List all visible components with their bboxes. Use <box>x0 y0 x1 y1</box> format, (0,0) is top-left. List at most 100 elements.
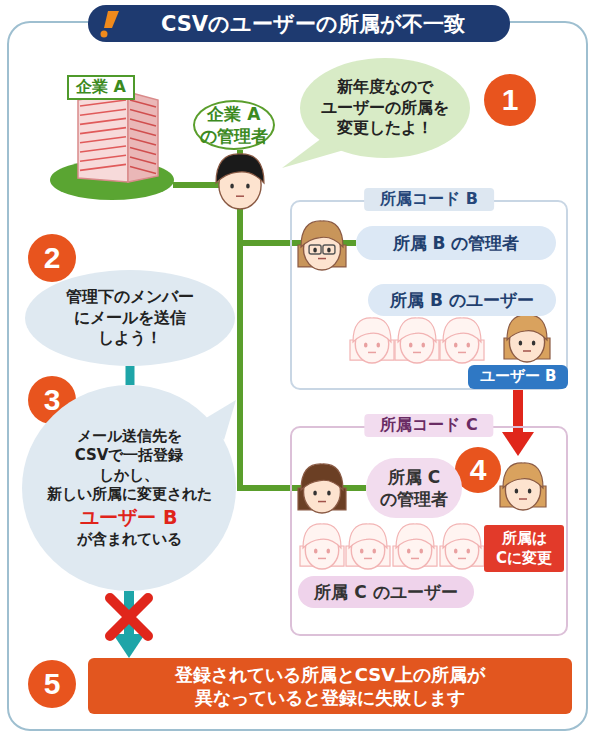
eye <box>313 247 317 252</box>
callout-circle <box>28 660 76 708</box>
node-text: 企業 A の管理者 <box>200 103 269 147</box>
mouth <box>411 558 419 560</box>
eye <box>407 548 411 553</box>
node-text: が含まれている <box>39 530 219 550</box>
building-floor-line <box>130 129 156 136</box>
role-pill: 所属 B のユーザー <box>368 284 556 316</box>
hair <box>353 318 391 342</box>
node-text: 所属 C のユーザー <box>314 581 457 603</box>
mouth <box>519 498 527 500</box>
node-text: 登録されている所属とCSV上の所属が 異なっていると登録に失敗します <box>110 663 550 710</box>
role-pill: 所属 C のユーザー <box>298 576 474 608</box>
building-floor-line <box>130 110 156 117</box>
hair <box>443 318 481 342</box>
building-floor-line <box>80 137 126 143</box>
person-face <box>440 318 484 363</box>
callout-circle <box>28 234 76 282</box>
eye <box>419 548 423 553</box>
eye <box>376 342 380 347</box>
eye <box>360 548 364 553</box>
people <box>216 154 550 569</box>
person-face <box>298 464 346 513</box>
node-text: メール送信先を CSVで一括登録 しかし、 新しい所属に変更された <box>39 427 219 505</box>
eye <box>313 490 317 495</box>
eye <box>532 340 536 345</box>
hair <box>507 315 547 340</box>
glasses <box>323 245 335 254</box>
eye <box>327 247 331 252</box>
callout-circle <box>484 74 536 126</box>
hair <box>349 524 387 548</box>
eye <box>454 342 458 347</box>
node-text: 所属 B の管理者 <box>393 232 520 254</box>
building-floor-line <box>80 128 126 134</box>
speech-bubble: 新年度なので ユーザーの所属を 変更したよ！ <box>300 58 470 158</box>
group-panel: 所属コード B所属 B の管理者所属 B のユーザーユーザー B <box>290 200 568 390</box>
mouth <box>413 352 421 354</box>
node-text: 新年度なので ユーザーの所属を 変更したよ！ <box>313 77 458 139</box>
hair <box>503 463 543 488</box>
fail-cross <box>110 598 148 636</box>
hair <box>303 524 341 548</box>
role-pill: 所属 B の管理者 <box>356 226 556 260</box>
glasses <box>309 245 321 254</box>
eye <box>372 548 376 553</box>
hair <box>301 221 343 247</box>
fail-cross-strokes <box>110 598 148 636</box>
person-face <box>300 524 344 569</box>
hair <box>396 524 434 548</box>
eye <box>515 488 519 493</box>
mouth <box>523 350 531 352</box>
callout-number: 5 <box>27 666 77 702</box>
process-box: 企業 A <box>55 72 173 200</box>
eye <box>314 548 318 553</box>
eye <box>364 342 368 347</box>
node-text: 所属コード B <box>364 188 494 211</box>
mouth <box>368 352 376 354</box>
eye <box>326 548 330 553</box>
hair <box>301 464 343 490</box>
person-face <box>216 154 264 209</box>
building-floor-line <box>80 118 126 124</box>
hair <box>398 318 436 342</box>
building-floors <box>80 100 156 174</box>
eye <box>454 548 458 553</box>
person-face <box>393 524 437 569</box>
eye <box>519 340 523 345</box>
callout-number: 2 <box>27 240 77 276</box>
building-floor-line <box>80 155 126 161</box>
eye <box>246 183 250 188</box>
node-text: 所属 C の管理者 <box>380 466 449 510</box>
mouth <box>458 352 466 354</box>
building-floor-line <box>130 157 156 164</box>
building-floor-line <box>130 148 156 155</box>
node-text: 企業 A <box>67 75 135 100</box>
eye <box>230 183 234 188</box>
warning-icon-dot <box>101 31 108 38</box>
callout-number: 3 <box>27 382 77 418</box>
mouth <box>364 558 372 560</box>
eye <box>528 488 532 493</box>
process-box: 登録されている所属とCSV上の所属が 異なっていると登録に失敗します <box>88 658 572 714</box>
callout-number: 1 <box>485 82 535 118</box>
bubble-ellipse <box>300 58 470 158</box>
person-face <box>395 318 439 363</box>
mouth <box>318 558 326 560</box>
eye <box>327 490 331 495</box>
title-band <box>88 5 510 42</box>
hair <box>443 524 481 548</box>
speech-bubble: 管理下のメンバー にメールを送信 しよう！ <box>25 270 235 366</box>
mouth <box>318 501 326 503</box>
outer-panel <box>8 22 587 730</box>
node-text: ユーザー B <box>80 505 177 530</box>
eye <box>466 342 470 347</box>
building-floor-line <box>130 100 156 107</box>
bubble-ellipse <box>25 270 235 366</box>
building-floor-line <box>80 146 126 152</box>
process-box: ユーザー B <box>468 365 568 389</box>
connector-line <box>126 366 135 385</box>
node-text: 所属コード C <box>364 414 493 437</box>
building-floor-line <box>80 109 126 115</box>
node-text: ユーザー B <box>480 367 557 387</box>
